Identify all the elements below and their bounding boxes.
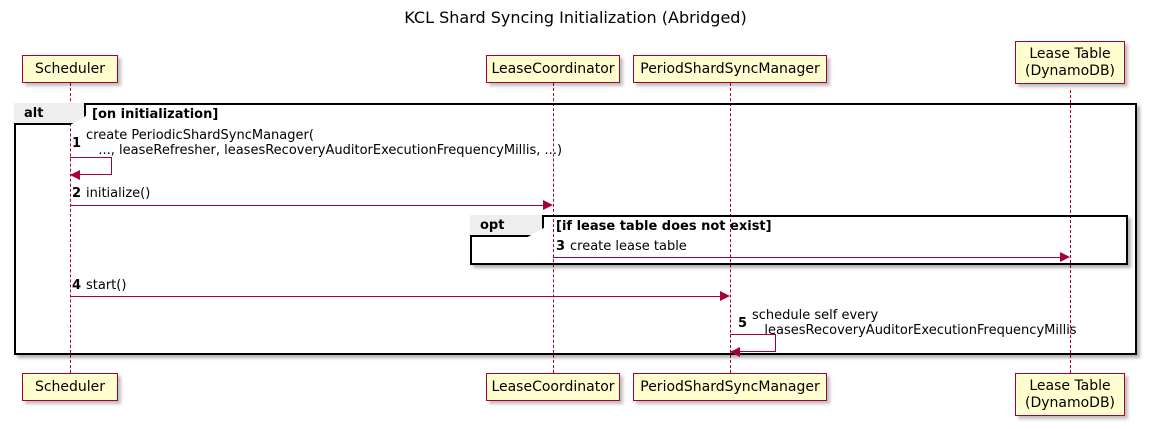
message-4-line bbox=[70, 296, 721, 297]
participant-label: Lease Table (DynamoDB) bbox=[1024, 45, 1116, 79]
participant-lease-coordinator-top[interactable]: LeaseCoordinator bbox=[486, 55, 620, 83]
fragment-alt-keyword: alt bbox=[24, 105, 44, 121]
participant-scheduler-top[interactable]: Scheduler bbox=[22, 55, 118, 83]
participant-label: Scheduler bbox=[34, 378, 106, 395]
participant-label: PeriodShardSyncManager bbox=[640, 60, 820, 77]
lifeline-period-shard-sync-manager bbox=[730, 83, 731, 373]
fragment-opt bbox=[470, 215, 1128, 265]
participant-scheduler-bottom[interactable]: Scheduler bbox=[22, 373, 118, 401]
message-1-label-line2: ..., leaseRefresher, leasesRecoveryAudit… bbox=[86, 143, 563, 158]
message-3-label: create lease table bbox=[570, 239, 687, 254]
message-2-label: initialize() bbox=[86, 186, 151, 201]
message-1-number: 1 bbox=[72, 136, 82, 151]
fragment-opt-keyword: opt bbox=[480, 217, 505, 233]
participant-lease-table-top[interactable]: Lease Table (DynamoDB) bbox=[1015, 41, 1125, 84]
message-5-label-line1: schedule self every bbox=[752, 308, 879, 323]
message-5-arrowhead bbox=[730, 347, 740, 357]
message-2-arrowhead bbox=[543, 200, 553, 210]
message-4-arrowhead bbox=[720, 291, 730, 301]
message-4-label: start() bbox=[86, 278, 127, 293]
diagram-title: KCL Shard Syncing Initialization (Abridg… bbox=[404, 8, 747, 27]
message-3-line bbox=[553, 257, 1061, 258]
lifeline-lease-coordinator bbox=[553, 83, 554, 373]
participant-label: LeaseCoordinator bbox=[491, 60, 615, 77]
lifeline-scheduler bbox=[70, 83, 71, 373]
message-1-label-line1: create PeriodicShardSyncManager( bbox=[86, 128, 314, 143]
participant-label: LeaseCoordinator bbox=[491, 378, 615, 395]
participant-period-shard-sync-manager-top[interactable]: PeriodShardSyncManager bbox=[633, 55, 827, 83]
participant-label: PeriodShardSyncManager bbox=[640, 378, 820, 395]
message-1-arrowhead bbox=[70, 170, 80, 180]
lifeline-lease-table bbox=[1070, 90, 1071, 373]
fragment-alt bbox=[14, 103, 1137, 355]
participant-lease-coordinator-bottom[interactable]: LeaseCoordinator bbox=[486, 373, 620, 401]
participant-label: Lease Table (DynamoDB) bbox=[1024, 377, 1116, 411]
message-5-self-loop bbox=[730, 334, 776, 352]
fragment-alt-guard: [on initialization] bbox=[92, 107, 219, 122]
fragment-opt-tab: opt bbox=[470, 215, 544, 237]
message-3-arrowhead bbox=[1060, 252, 1070, 262]
message-2-number: 2 bbox=[72, 186, 82, 201]
message-5-label-line2: leasesRecoveryAuditorExecutionFrequencyM… bbox=[752, 323, 1077, 338]
message-2-line bbox=[70, 205, 544, 206]
fragment-opt-guard: [if lease table does not exist] bbox=[556, 219, 772, 234]
participant-label: Scheduler bbox=[34, 60, 106, 77]
fragment-alt-tab: alt bbox=[14, 103, 86, 125]
message-5-number: 5 bbox=[738, 316, 748, 331]
participant-period-shard-sync-manager-bottom[interactable]: PeriodShardSyncManager bbox=[633, 373, 827, 401]
message-1-self-loop bbox=[70, 157, 112, 175]
message-3-number: 3 bbox=[556, 239, 566, 254]
message-4-number: 4 bbox=[72, 278, 82, 293]
participant-lease-table-bottom[interactable]: Lease Table (DynamoDB) bbox=[1015, 373, 1125, 416]
